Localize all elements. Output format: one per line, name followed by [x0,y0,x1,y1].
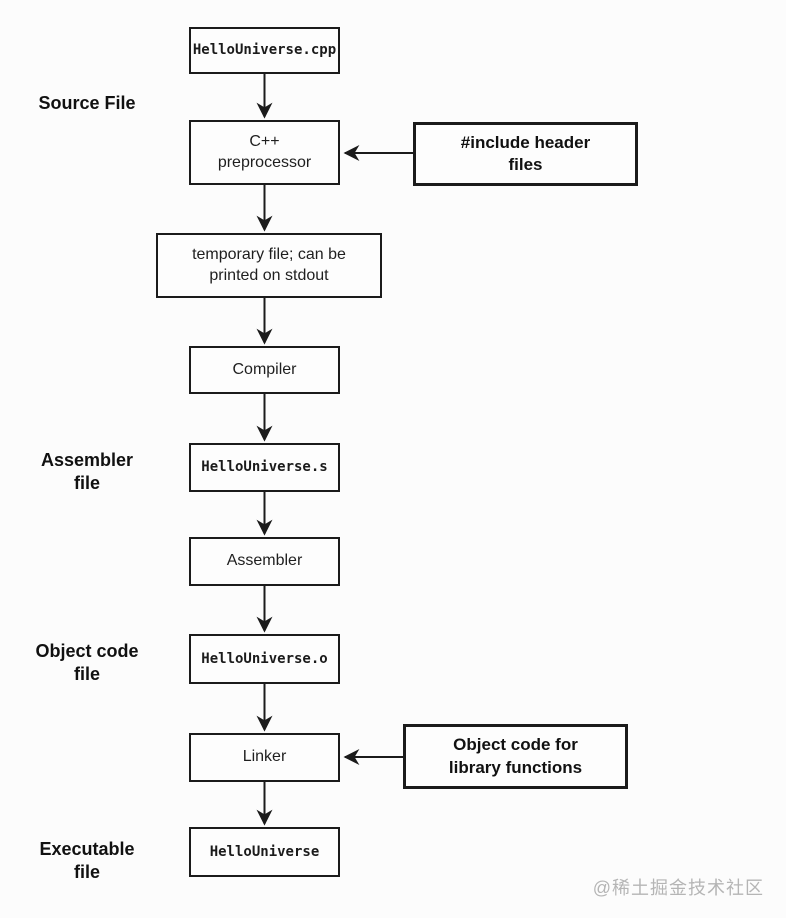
side-label-executable-file: Executable file [39,839,135,883]
node-compiler: Compiler [189,346,340,394]
node-hellouniverse-cpp: HelloUniverse.cpp [189,27,340,74]
node-temporary-file: temporary file; can be printed on stdout [156,233,382,298]
watermark: @稀土掘金技术社区 [592,878,764,898]
side-label-assembler-file: Assembler file [40,450,134,494]
node-object-code-library: Object code for library functions [403,724,628,789]
node-include-header-files: #include header files [413,122,638,186]
node-cpp-preprocessor: C++ preprocessor [189,120,340,185]
node-hellouniverse-o: HelloUniverse.o [189,634,340,684]
node-hellouniverse-exe: HelloUniverse [189,827,340,877]
node-linker: Linker [189,733,340,782]
side-label-source-file: Source File [38,93,136,113]
node-assembler: Assembler [189,537,340,586]
side-label-object-code-file: Object code file [35,641,139,685]
node-hellouniverse-s: HelloUniverse.s [189,443,340,492]
